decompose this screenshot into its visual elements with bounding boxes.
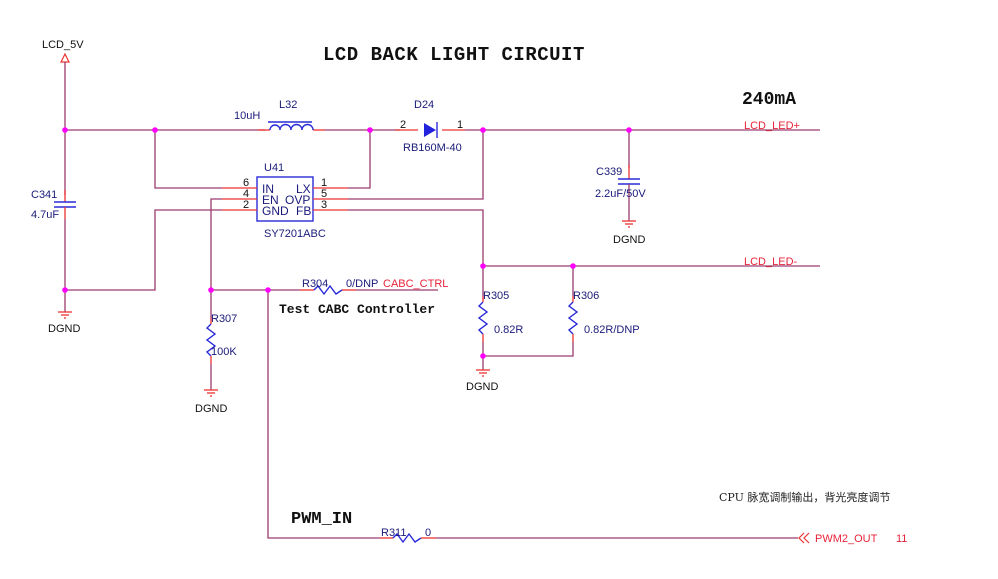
ground-label: DGND — [466, 381, 498, 393]
c341-ref: C341 — [31, 189, 57, 201]
u41-pin-6-num: 6 — [243, 177, 249, 189]
l32-value: 10uH — [234, 110, 260, 122]
net-label-led-plus: LCD_LED+ — [744, 120, 800, 132]
ground-r307: DGND — [195, 389, 227, 415]
junction-dot — [570, 263, 576, 269]
d24-pin-right-num: 1 — [457, 119, 463, 131]
u41-pin-2-num: 2 — [243, 199, 249, 211]
resistor-r306: R306 0.82R/DNP — [483, 266, 640, 357]
r306-ref: R306 — [573, 290, 599, 302]
inductor-l32: L32 10uH — [234, 99, 314, 131]
diode-d24: 2 1 D24 RB160M-40 — [400, 99, 463, 154]
net-label-cabc: CABC_CTRL — [383, 278, 448, 290]
resistor-icon — [313, 284, 343, 296]
u41-ref: U41 — [264, 162, 284, 174]
port-arrow-icon — [798, 532, 805, 544]
r307-value: 100K — [211, 346, 237, 358]
u41-pin-lx-name: LX — [296, 182, 311, 196]
port-arrow-icon-2 — [803, 532, 810, 544]
resistor-icon — [477, 301, 489, 335]
u41-pin-1-num: 1 — [321, 177, 327, 189]
power-port-lcd-5v: LCD_5V — [42, 39, 84, 130]
r307-ref: R307 — [211, 313, 237, 325]
schematic-title: LCD BACK LIGHT CIRCUIT — [323, 44, 585, 66]
cpu-note: CPU 脉宽调制输出，背光亮度调节 — [719, 490, 890, 504]
wire-lx — [348, 130, 371, 189]
ic-u41: U41 SY7201ABC IN EN GND LX OVP FB 6 4 2 … — [222, 162, 348, 240]
r304-ref: R304 — [302, 278, 328, 290]
l32-ref: L32 — [279, 99, 297, 111]
u41-pin-5-num: 5 — [321, 188, 327, 200]
d24-pin-left-num: 2 — [400, 119, 406, 131]
r304-value: 0/DNP — [346, 278, 378, 290]
resistor-r307: R307 100K — [205, 290, 237, 390]
cabc-note: Test CABC Controller — [279, 302, 435, 317]
u41-pin-4-num: 4 — [243, 188, 249, 200]
u41-pin-in-name: IN — [262, 182, 274, 196]
c339-ref: C339 — [596, 166, 622, 178]
ground-label: DGND — [48, 323, 80, 335]
wire-in — [154, 130, 222, 189]
junction-dot — [480, 353, 486, 359]
junction-dot — [480, 127, 486, 133]
resistor-icon — [205, 323, 217, 357]
port-pwm2-out: PWM2_OUT 11 — [798, 532, 907, 545]
u41-part: SY7201ABC — [264, 228, 326, 240]
ground-r305: DGND — [466, 369, 498, 393]
capacitor-c341: C341 4.7uF — [31, 130, 76, 312]
wire-en — [210, 198, 222, 290]
ground-c341: DGND — [48, 311, 80, 335]
junction-dot — [152, 127, 158, 133]
ground-label: DGND — [195, 403, 227, 415]
junction-dot — [265, 287, 271, 293]
wire-pwm-in — [267, 290, 380, 539]
c339-value: 2.2uF/50V — [595, 188, 646, 200]
l32-coil — [269, 123, 314, 131]
wire-fb — [348, 209, 484, 266]
resistor-icon — [567, 301, 579, 335]
power-arrow-icon — [60, 52, 70, 63]
net-label-led-minus: LCD_LED- — [744, 256, 798, 268]
pwm-in-label: PWM_IN — [291, 510, 352, 529]
junction-dot — [367, 127, 373, 133]
junction-dot — [626, 127, 632, 133]
d24-value: RB160M-40 — [403, 142, 462, 154]
wire-gnd — [65, 209, 222, 291]
resistor-icon — [392, 532, 422, 544]
junction-dot — [62, 127, 68, 133]
r306-value: 0.82R/DNP — [584, 324, 640, 336]
r305-ref: R305 — [483, 290, 509, 302]
current-annotation: 240mA — [742, 90, 796, 110]
page-ref: 11 — [896, 533, 907, 545]
r306-wire-bottom — [483, 342, 574, 357]
capacitor-c339: C339 2.2uF/50V DGND — [595, 130, 646, 246]
net-label-pwm2-out: PWM2_OUT — [815, 533, 878, 545]
r311-value: 0 — [425, 527, 431, 539]
d24-ref: D24 — [414, 99, 434, 111]
u41-pin-en-name: EN — [262, 193, 279, 207]
junction-dot — [480, 263, 486, 269]
junction-dot — [62, 287, 68, 293]
wire-ovp — [348, 130, 484, 200]
r305-value: 0.82R — [494, 324, 523, 336]
diode-icon — [424, 123, 436, 137]
c341-value: 4.7uF — [31, 209, 59, 221]
power-label: LCD_5V — [42, 39, 84, 51]
ground-label: DGND — [613, 234, 645, 246]
resistor-r305: R305 0.82R — [477, 266, 523, 370]
u41-pin-fb-name: FB — [296, 204, 311, 218]
u41-pin-gnd-name: GND — [262, 204, 289, 218]
r311-ref: R311 — [381, 527, 406, 539]
junction-dot — [208, 287, 214, 293]
u41-pin-3-num: 3 — [321, 199, 327, 211]
u41-pin-ovp-name: OVP — [285, 193, 310, 207]
